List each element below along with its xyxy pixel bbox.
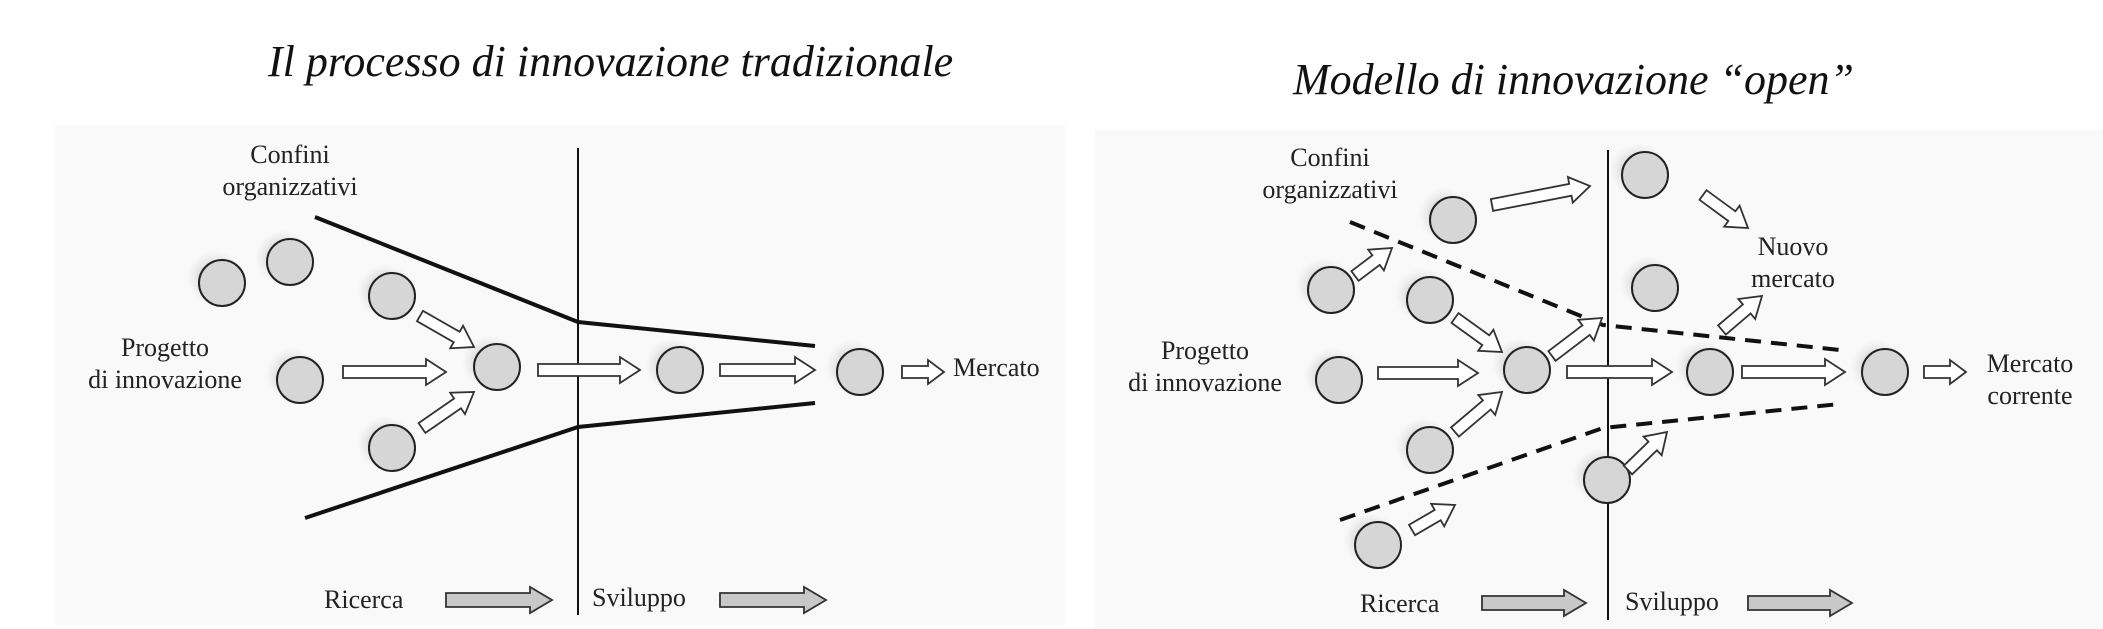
left-circle-6 bbox=[645, 338, 704, 394]
left-circle-7 bbox=[825, 340, 884, 396]
right-title: Modello di innovazione “open” bbox=[1292, 55, 1854, 104]
project-circles bbox=[187, 143, 1909, 569]
right-circle-7 bbox=[1395, 418, 1454, 474]
left-circle-4 bbox=[265, 348, 324, 404]
left-arrow-diag-down bbox=[415, 309, 476, 350]
right-circle-11 bbox=[1572, 448, 1631, 504]
left-circle-5 bbox=[462, 335, 521, 391]
right-arrow-to-current-market bbox=[1923, 358, 1968, 386]
right-circle-9 bbox=[1675, 340, 1734, 396]
left-circle-1 bbox=[187, 251, 246, 307]
right-circle-8 bbox=[1620, 256, 1679, 312]
right-current-market-label-line1: Mercato bbox=[1987, 349, 2074, 378]
left-arrow-dev-to-final bbox=[719, 355, 817, 385]
right-circle-12 bbox=[1343, 513, 1402, 569]
right-panel: Modello di innovazione “open” Confini or… bbox=[1128, 55, 2073, 620]
right-circle-3 bbox=[1296, 258, 1355, 314]
right-circle-1 bbox=[1418, 188, 1477, 244]
left-circle-2 bbox=[255, 230, 314, 286]
right-arrow-hub-to-top bbox=[1547, 316, 1604, 363]
right-research-label: Ricerca bbox=[1360, 589, 1440, 618]
left-arrow-to-market bbox=[901, 358, 946, 386]
left-panel: Il processo di innovazione tradizionale … bbox=[88, 37, 1040, 615]
right-arrow-hub-to-dev bbox=[1566, 357, 1674, 387]
right-development-label: Sviluppo bbox=[1625, 587, 1719, 616]
right-circle-6 bbox=[1304, 348, 1363, 404]
right-new-market-label-line2: mercato bbox=[1751, 264, 1835, 293]
right-arrow-bottom-in bbox=[1622, 430, 1669, 476]
right-circle-5 bbox=[1492, 338, 1551, 394]
right-arrow-diag-down bbox=[1450, 311, 1504, 353]
left-market-label: Mercato bbox=[953, 353, 1040, 382]
right-arrow-top-to-new-market bbox=[1698, 188, 1750, 229]
left-development-label: Sviluppo bbox=[592, 583, 686, 612]
left-arrow-to-hub bbox=[342, 357, 448, 387]
right-arrow-dev-to-final bbox=[1741, 357, 1847, 387]
right-arrow-outside-bottom-in bbox=[1407, 502, 1457, 537]
right-project-label-line2: di innovazione bbox=[1128, 368, 1282, 397]
right-development-gray-arrow bbox=[1747, 588, 1854, 618]
right-circle-10 bbox=[1850, 340, 1909, 396]
left-project-label-line2: di innovazione bbox=[88, 365, 242, 394]
left-title: Il processo di innovazione tradizionale bbox=[267, 37, 953, 86]
left-circle-3 bbox=[357, 264, 416, 320]
right-arrow-outside-to-top bbox=[1489, 175, 1592, 212]
right-boundary-label-line1: Confini bbox=[1290, 143, 1369, 172]
right-circle-4 bbox=[1395, 268, 1454, 324]
left-project-label-line1: Progetto bbox=[121, 333, 209, 362]
left-arrow-diag-up bbox=[417, 391, 476, 435]
left-boundary-label-line1: Confini bbox=[250, 140, 329, 169]
left-research-label: Ricerca bbox=[324, 585, 404, 614]
right-new-market-label-line1: Nuovo bbox=[1758, 232, 1829, 261]
right-arrow-to-new-market bbox=[1716, 294, 1764, 336]
right-funnel-top-dashed-line bbox=[1349, 220, 1841, 352]
right-research-gray-arrow bbox=[1481, 588, 1588, 618]
right-funnel-bottom-dashed-line bbox=[1339, 402, 1841, 522]
left-circle-8 bbox=[357, 416, 416, 472]
left-arrow-hub-to-dev bbox=[537, 355, 642, 385]
right-arrow-project-to-hub bbox=[1377, 358, 1480, 388]
right-panel-background bbox=[1095, 130, 2103, 629]
left-boundary-label-line2: organizzativi bbox=[222, 172, 357, 201]
right-project-label-line1: Progetto bbox=[1161, 336, 1249, 365]
right-arrow-diag-up bbox=[1449, 390, 1504, 438]
right-current-market-label-line2: corrente bbox=[1987, 381, 2072, 410]
left-development-gray-arrow bbox=[719, 585, 828, 615]
right-arrow-outside-in bbox=[1350, 247, 1394, 283]
flow-arrows bbox=[342, 175, 1968, 618]
right-circle-2 bbox=[1610, 143, 1669, 199]
left-research-gray-arrow bbox=[445, 585, 554, 615]
right-boundary-label-line2: organizzativi bbox=[1262, 175, 1397, 204]
